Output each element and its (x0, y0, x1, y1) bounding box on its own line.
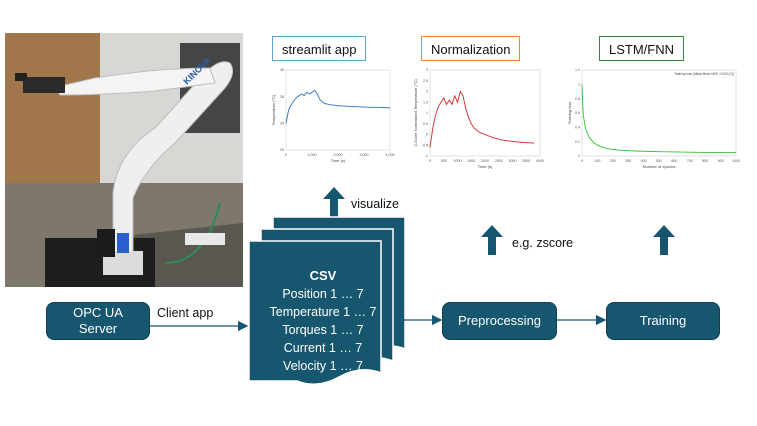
x-axis-label: Time (s) (478, 164, 493, 169)
y-tick-label: 30 (280, 122, 284, 126)
y-tick-label: 1.2 (575, 68, 580, 72)
opc-ua-server-node: OPC UA Server (46, 302, 150, 340)
opc-ua-line2: Server (78, 321, 118, 336)
y-axis-label: Temperature (°C) (271, 94, 276, 125)
wooden-door (5, 33, 100, 183)
plot-frame (285, 69, 391, 151)
y-tick-label: 0.4 (575, 126, 580, 130)
x-tick-label: 400 (641, 159, 647, 163)
visualize-up-arrow (323, 187, 345, 217)
zscore-chart: 0 500 1000 1500 2000 2500 3000 3500 4000 -1 -0.5 0 0… (412, 64, 546, 176)
series-line (581, 84, 736, 153)
y-tick-label: -1 (425, 154, 428, 158)
y-tick-label: 2.5 (423, 79, 428, 83)
csv-row-torques: Torques 1 … 7 (282, 323, 364, 337)
csv-row-temperature: Temperature 1 … 7 (269, 305, 377, 319)
x-tick-label: 2500 (495, 159, 503, 163)
green-cable (164, 202, 221, 264)
opc-ua-line1: OPC UA (73, 305, 123, 320)
preprocessing-node: Preprocessing (442, 302, 557, 340)
x-tick-label: 2000 (481, 159, 489, 163)
y-tick-label: 0 (426, 133, 428, 137)
gripper-finger (15, 73, 27, 81)
robot-arm-photo: KINOVA (5, 33, 243, 287)
robot-arm-lower (112, 61, 234, 259)
x-tick-label: 4000 (536, 159, 544, 163)
x-tick-label: 3500 (522, 159, 530, 163)
series-line (285, 89, 391, 124)
x-tick-label: 500 (656, 159, 662, 163)
controller-box (97, 229, 115, 257)
csv-row-current: Current 1 … 7 (283, 341, 363, 355)
visualize-label: visualize (351, 197, 399, 211)
x-tick-label: 600 (671, 159, 677, 163)
x-tick-label: 700 (687, 159, 693, 163)
normalization-label: Normalization (421, 36, 521, 61)
x-tick-label: 900 (718, 159, 724, 163)
training-node: Training (606, 302, 720, 340)
csv-document-stack (248, 216, 406, 385)
y-tick-label: 25 (280, 148, 284, 152)
y-tick-label: 40 (280, 68, 284, 72)
plot-frame (429, 69, 541, 157)
x-tick-label: 0 (581, 159, 583, 163)
y-tick-label: 1.5 (423, 100, 428, 104)
y-tick-label: -0.5 (422, 143, 428, 147)
robot-arm-illustration: KINOVA (5, 33, 243, 287)
client-app-label: Client app (157, 306, 214, 320)
csv-title: CSV (309, 268, 337, 283)
y-tick-label: 0.5 (423, 122, 428, 126)
x-tick-label: 0 (285, 153, 287, 157)
y-tick-label: 3 (426, 68, 428, 72)
y-tick-label: 0.8 (575, 97, 580, 101)
x-tick-label: 300 (625, 159, 631, 163)
x-axis-label: Number of epochs (643, 164, 676, 169)
preprocessing-label: Preprocessing (457, 313, 542, 328)
x-tick-label: 1000 (732, 159, 740, 163)
x-tick-label: 3,000 (360, 153, 369, 157)
lstm-fnn-label: LSTM/FNN (599, 36, 684, 61)
csv-content: CSV Position 1 … 7 Temperature 1 … 7 Tor… (249, 267, 397, 375)
y-tick-label: 1 (426, 111, 428, 115)
x-tick-label: 1,000 (308, 153, 317, 157)
x-tick-label: 0 (429, 159, 431, 163)
csv-row-velocity: Velocity 1 … 7 (283, 359, 363, 373)
zscore-up-arrow (481, 225, 503, 255)
training-label: Training (639, 313, 687, 328)
series-line (429, 90, 535, 148)
x-tick-label: 100 (594, 159, 600, 163)
cable-box (185, 233, 225, 245)
gripper (23, 77, 65, 93)
y-tick-label: 0 (578, 154, 580, 158)
x-tick-label: 4,000 (386, 153, 395, 157)
x-tick-label: 500 (441, 159, 447, 163)
y-axis-label: Training loss (567, 102, 572, 125)
plot-frame (581, 69, 737, 157)
x-axis-label: Time (s) (331, 158, 346, 163)
blue-connector (117, 233, 129, 253)
x-tick-label: 3000 (509, 159, 517, 163)
y-tick-label: 0.2 (575, 140, 580, 144)
y-tick-label: 0.6 (575, 111, 580, 115)
x-tick-label: 1000 (454, 159, 462, 163)
streamlit-app-label: streamlit app (272, 36, 367, 61)
x-tick-label: 2,000 (334, 153, 343, 157)
x-tick-label: 800 (702, 159, 708, 163)
csv-row-position: Position 1 … 7 (282, 287, 364, 301)
zscore-label: e.g. zscore (512, 236, 574, 250)
csv-doc-front (248, 240, 382, 385)
y-axis-label: Z-Score Normalized Temperature (°C) (413, 79, 418, 147)
training-up-arrow (653, 225, 675, 255)
x-tick-label: 200 (610, 159, 616, 163)
y-tick-label: 35 (280, 95, 284, 99)
y-tick-label: 1 (578, 83, 580, 87)
legend-entry: Training loss (Metal Mesh NEK. 0.000 (C)… (674, 72, 734, 76)
training-loss-chart: 0 100 200 300 400 500 600 700 800 900 1000 0 0.2 0.4 0… (566, 64, 742, 176)
x-tick-label: 1500 (467, 159, 475, 163)
y-tick-label: 2 (426, 90, 428, 94)
